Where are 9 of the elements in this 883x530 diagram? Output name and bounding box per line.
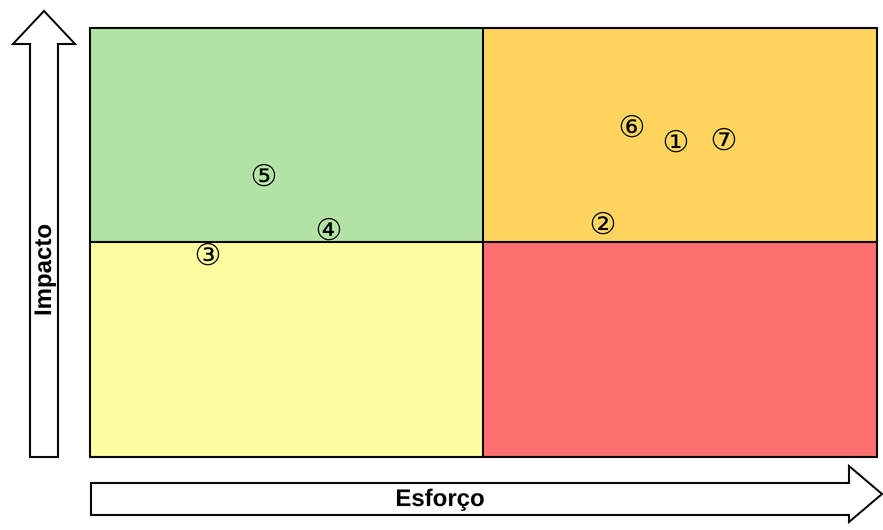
item-number: ④	[316, 216, 342, 246]
item-number: ①	[662, 128, 690, 158]
item-number: ③	[194, 241, 222, 271]
axis-label: Impacto	[30, 224, 58, 316]
item-number: ⑥	[618, 113, 646, 143]
axis-label: Esforço	[395, 485, 485, 513]
item-number: ②	[590, 210, 616, 240]
item-number: ⑤	[250, 162, 278, 192]
item-number: ⑦	[710, 126, 738, 156]
